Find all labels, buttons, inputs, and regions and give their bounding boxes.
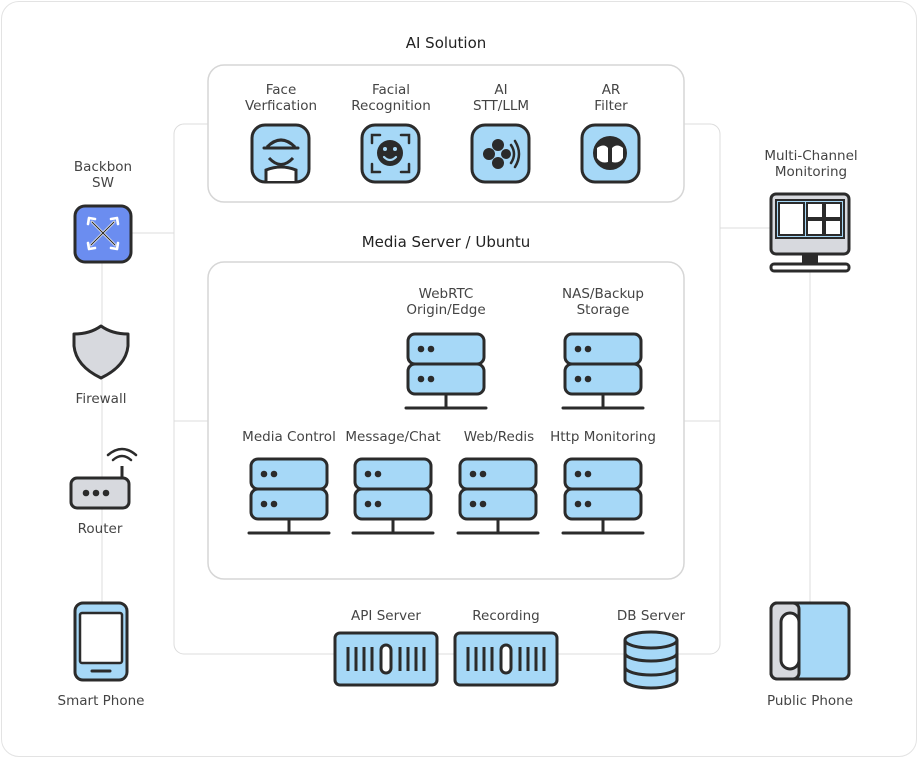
web-redis-label: Web/Redis: [463, 429, 535, 445]
shield-icon: [72, 324, 130, 380]
api-server-icon: [333, 631, 439, 687]
ai-solution-title: AI Solution: [405, 34, 487, 52]
public-phone-label: Public Phone: [766, 693, 854, 709]
db-server-icon: [623, 630, 679, 690]
router-icon: [69, 447, 138, 510]
switch-icon: [73, 204, 133, 264]
message-chat-label: Message/Chat: [345, 429, 441, 445]
ai-stt-llm-icon: [470, 123, 531, 184]
router-label: Router: [77, 521, 123, 537]
media-control-label: Media Control: [242, 429, 336, 445]
smart-phone-icon: [73, 601, 129, 682]
monitor-icon: [769, 192, 851, 273]
db-server-label: DB Server: [616, 608, 686, 624]
facial-recognition-icon: [360, 123, 421, 184]
public-phone-icon: [769, 601, 851, 681]
firewall-label: Firewall: [75, 391, 127, 407]
media-server-title: Media Server / Ubuntu: [361, 233, 531, 251]
smart-phone-label: Smart Phone: [57, 693, 145, 709]
face-verification-icon: [250, 123, 311, 184]
recording-server-icon: [453, 631, 559, 687]
http-monitoring-label: Http Monitoring: [550, 429, 656, 445]
api-server-label: API Server: [351, 608, 421, 624]
ai-solution-box: [207, 64, 685, 203]
recording-label: Recording: [472, 608, 540, 624]
ar-filter-icon: [580, 123, 641, 184]
